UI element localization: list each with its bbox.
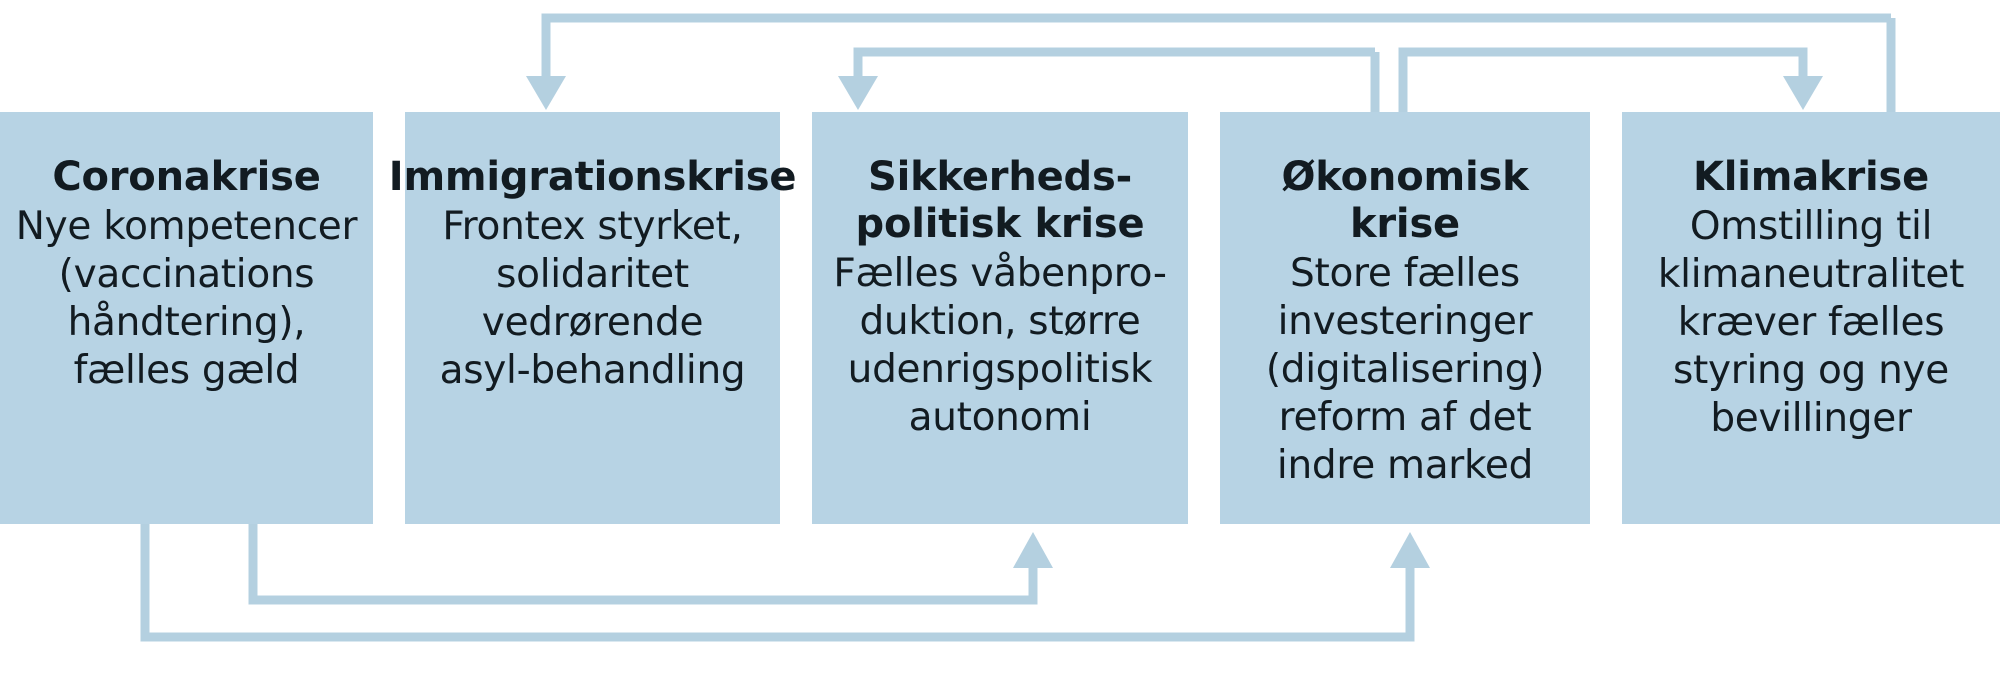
box-immigrationskrise-title: Immigrationskrise xyxy=(388,154,797,200)
box-klimakrise-title: Klimakrise xyxy=(1692,154,1930,200)
box-okonomisk-krise-title: Økonomisk krise xyxy=(1281,154,1529,247)
box-sikkerhedspolitisk-krise-title: Sikkerheds- politisk krise xyxy=(855,154,1145,247)
box-coronakrise[interactable]: Coronakrise Nye kompetencer (vaccination… xyxy=(0,112,373,524)
box-coronakrise-body: Nye kompetencer (vaccinations håndtering… xyxy=(15,204,358,393)
box-okonomisk-krise[interactable]: Økonomisk krise Store fælles investering… xyxy=(1220,112,1590,524)
box-klimakrise[interactable]: Klimakrise Omstilling til klimaneutralit… xyxy=(1622,112,2000,524)
box-coronakrise-title: Coronakrise xyxy=(52,154,321,200)
box-immigrationskrise-body: Frontex styrket, solidaritet vedrørende … xyxy=(439,204,746,393)
box-klimakrise-body: Omstilling til klimaneutralitet kræver f… xyxy=(1657,204,1965,441)
box-immigrationskrise[interactable]: Immigrationskrise Frontex styrket, solid… xyxy=(389,112,796,524)
connector-corona-to-sikkerhedspolitisk-bottom xyxy=(248,524,1053,605)
box-okonomisk-krise-body: Store fælles investeringer (digitaliseri… xyxy=(1265,251,1545,488)
box-sikkerhedspolitisk-krise-body: Fælles våbenpro- duktion, større udenrig… xyxy=(833,251,1167,440)
connector-okonomisk-to-klima xyxy=(1398,47,1823,112)
box-sikkerhedspolitisk-krise[interactable]: Sikkerheds- politisk krise Fælles våbenp… xyxy=(812,112,1188,524)
connector-corona-to-okonomisk-bottom xyxy=(140,524,1430,642)
connector-corona-to-immigration xyxy=(526,13,1891,110)
connector-okonomisk-to-sikkerhedspolitisk-top xyxy=(838,47,1375,110)
